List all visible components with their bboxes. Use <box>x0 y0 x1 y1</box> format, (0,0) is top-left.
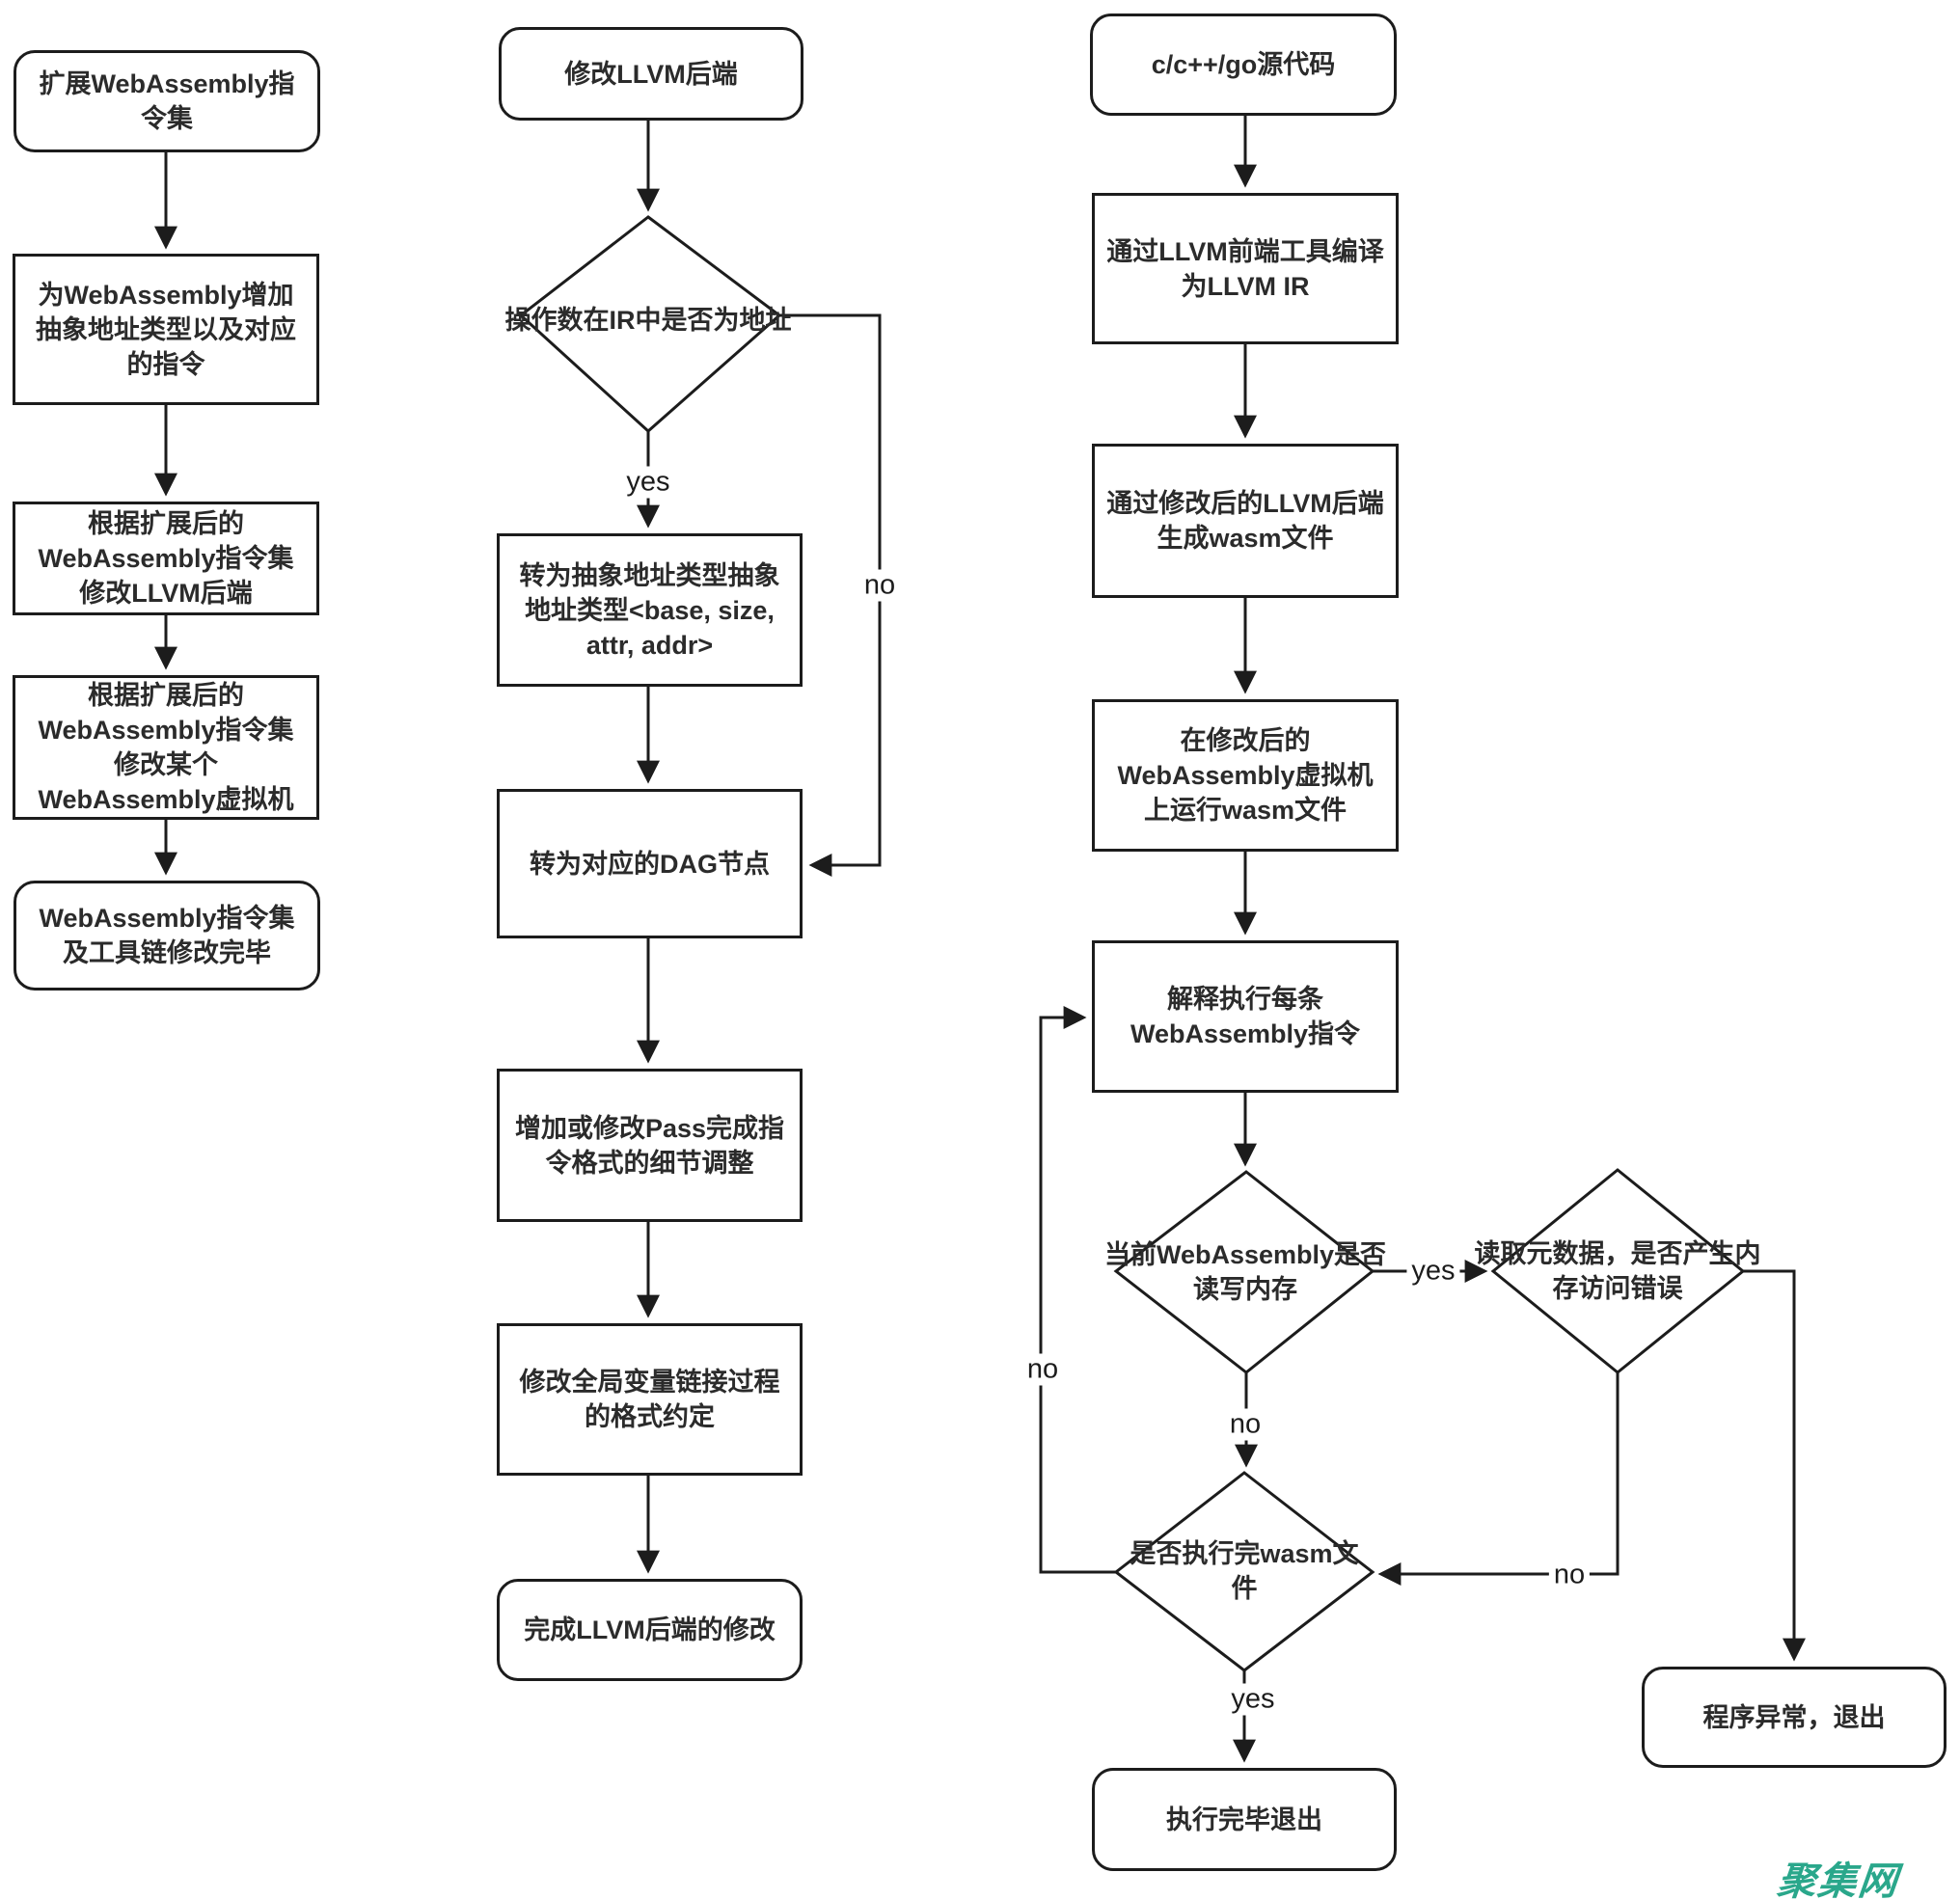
edge-label-ir-no: no <box>858 569 901 602</box>
node-to-dag-node: 转为对应的DAG节点 <box>497 789 803 938</box>
node-run-on-wasm-vm: 在修改后的WebAssembly虚拟机上运行wasm文件 <box>1092 699 1399 852</box>
node-modify-global-link: 修改全局变量链接过程的格式约定 <box>497 1323 803 1476</box>
node-isa-toolchain-done: WebAssembly指令集及工具链修改完毕 <box>14 881 320 991</box>
node-modify-wasm-vm-per-isa: 根据扩展后的WebAssembly指令集修改某个WebAssembly虚拟机 <box>13 675 319 820</box>
node-add-modify-pass: 增加或修改Pass完成指令格式的细节调整 <box>497 1069 803 1222</box>
edge-meta-to-abnormal <box>1743 1269 1806 1662</box>
node-gen-wasm-file: 通过修改后的LLVM后端生成wasm文件 <box>1092 444 1399 598</box>
edge-label-finished-yes: yes <box>1226 1683 1280 1716</box>
node-exit-normal: 执行完毕退出 <box>1092 1768 1397 1871</box>
decision-read-metadata-error <box>1490 1168 1746 1374</box>
decision-rw-memory <box>1113 1170 1375 1374</box>
edge-label-ir-yes: yes <box>621 466 675 499</box>
node-compile-to-llvm-ir: 通过LLVM前端工具编译为LLVM IR <box>1092 193 1399 344</box>
decision-label-rw-memory: 当前WebAssembly是否读写内存 <box>1103 1240 1387 1304</box>
edge-finished-no-loop <box>1039 1006 1116 1574</box>
edge-label-rw-yes: yes <box>1406 1255 1460 1288</box>
node-interpret-each-insn: 解释执行每条WebAssembly指令 <box>1092 940 1399 1093</box>
node-modify-llvm-backend-per-isa: 根据扩展后的WebAssembly指令集修改LLVM后端 <box>13 502 319 615</box>
node-source-code: c/c++/go源代码 <box>1090 14 1397 116</box>
node-to-abstract-addr-type: 转为抽象地址类型抽象地址类型<base, size, attr, addr> <box>497 533 803 687</box>
watermark-logo: 聚集网 <box>1775 1860 1901 1900</box>
edge-label-rw-no: no <box>1224 1408 1266 1441</box>
edge-label-meta-no: no <box>1548 1559 1591 1591</box>
decision-label-read-metadata-error: 读取元数据，是否产生内存访问错误 <box>1474 1239 1761 1303</box>
decision-exec-finished <box>1113 1471 1375 1672</box>
node-modify-llvm-backend: 修改LLVM后端 <box>499 27 803 121</box>
decision-label-exec-finished: 是否执行完wasm文件 <box>1130 1539 1359 1603</box>
decision-ir-operand-is-address <box>518 215 782 434</box>
node-llvm-backend-done: 完成LLVM后端的修改 <box>497 1579 803 1681</box>
node-add-addr-type: 为WebAssembly增加抽象地址类型以及对应的指令 <box>13 254 319 405</box>
edge-meta-no <box>1377 1372 1620 1586</box>
decision-label-ir-operand-is-address: 操作数在IR中是否为地址 <box>504 306 792 335</box>
node-exit-abnormal: 程序异常，退出 <box>1642 1667 1946 1768</box>
node-expand-isa: 扩展WebAssembly指令集 <box>14 50 320 152</box>
edge-label-loop-no: no <box>1021 1353 1064 1386</box>
